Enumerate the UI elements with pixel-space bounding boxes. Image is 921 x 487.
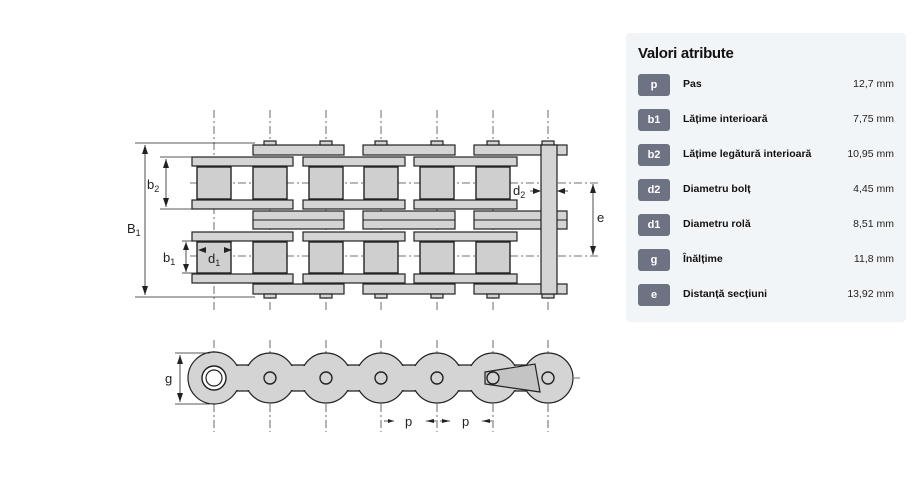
- inner-plate: [191, 231, 294, 242]
- pin-end: [263, 371, 277, 385]
- inner-plate: [413, 273, 518, 284]
- outer-plate: [473, 283, 568, 295]
- attribute-value: 4,45 mm: [853, 183, 894, 195]
- pin-head: [486, 293, 500, 299]
- roller: [252, 166, 288, 200]
- pin-head: [541, 293, 555, 299]
- inner-plate: [302, 156, 406, 167]
- attribute-code-badge: g: [638, 249, 670, 271]
- pin-head: [263, 293, 277, 299]
- attribute-row-b2: b2 Lățime legătură interioară 10,95 mm: [638, 144, 894, 166]
- inner-plate: [413, 231, 518, 242]
- roller: [363, 166, 399, 200]
- label-d2: d2: [513, 183, 525, 200]
- inner-plate: [191, 156, 294, 167]
- roller: [475, 241, 511, 274]
- attribute-code-badge: d2: [638, 179, 670, 201]
- inner-plate: [302, 273, 406, 284]
- pin-end: [374, 371, 388, 385]
- attribute-value: 8,51 mm: [853, 218, 894, 230]
- pin-end: [541, 371, 555, 385]
- inner-plate: [302, 199, 406, 210]
- attribute-code-badge: d1: [638, 214, 670, 236]
- label-e: e: [597, 210, 604, 225]
- attribute-label: Înălțime: [683, 253, 723, 265]
- attribute-label: Diametru rolă: [683, 218, 751, 230]
- attribute-value: 7,75 mm: [853, 113, 894, 125]
- label-g: g: [165, 371, 172, 386]
- attribute-row-d1: d1 Diametru rolă 8,51 mm: [638, 214, 894, 236]
- outer-plate: [362, 144, 456, 156]
- label-d1: d1: [208, 251, 220, 268]
- pin-end: [430, 371, 444, 385]
- chain-top-view: [191, 140, 568, 299]
- attribute-label: Lățime legătură interioară: [683, 148, 812, 160]
- inner-plate: [191, 199, 294, 210]
- pin-head: [430, 293, 444, 299]
- pin-end: [486, 371, 500, 385]
- attribute-code-badge: p: [638, 74, 670, 96]
- attribute-value: 10,95 mm: [847, 148, 894, 160]
- attribute-row-b1: b1 Lățime interioară 7,75 mm: [638, 109, 894, 131]
- roller: [196, 166, 232, 200]
- pin-head: [374, 140, 388, 146]
- pin-head: [374, 293, 388, 299]
- outer-plate: [362, 283, 456, 295]
- pin-head: [319, 293, 333, 299]
- pin-head: [430, 140, 444, 146]
- label-b1: b1: [163, 250, 175, 267]
- roller: [419, 166, 455, 200]
- inner-plate: [191, 273, 294, 284]
- spring-clip: [484, 363, 541, 393]
- outer-plate: [473, 144, 568, 156]
- inner-plate: [413, 156, 518, 167]
- roller: [419, 241, 455, 274]
- roller: [252, 241, 288, 274]
- attribute-label: Pas: [683, 78, 702, 90]
- roller: [475, 166, 511, 200]
- attribute-row-d2: d2 Diametru bolț 4,45 mm: [638, 179, 894, 201]
- label-p-1: p: [405, 414, 412, 429]
- pin-head: [319, 140, 333, 146]
- chain-side-view: [187, 351, 574, 405]
- chain-diagram: B1 b2 b1 d1 d2 e g p p: [127, 110, 604, 432]
- attribute-label: Diametru bolț: [683, 183, 751, 195]
- label-b2: b2: [147, 177, 159, 194]
- attribute-code-badge: b2: [638, 144, 670, 166]
- roller: [363, 241, 399, 274]
- roller: [308, 166, 344, 200]
- connecting-pin: [540, 144, 558, 295]
- inner-plate: [413, 199, 518, 210]
- attribute-values-panel: Valori atribute p Pas 12,7 mm b1 Lățime i…: [626, 33, 906, 322]
- attribute-label: Lățime interioară: [683, 113, 768, 125]
- roller: [308, 241, 344, 274]
- attribute-value: 12,7 mm: [853, 78, 894, 90]
- attribute-row-g: g Înălțime 11,8 mm: [638, 249, 894, 271]
- pin-head: [541, 140, 555, 146]
- outer-plate: [252, 144, 345, 156]
- pin-head: [263, 140, 277, 146]
- outer-plate: [252, 283, 345, 295]
- inner-plate: [302, 231, 406, 242]
- attribute-code-badge: e: [638, 284, 670, 306]
- attribute-value: 11,8 mm: [853, 253, 894, 265]
- label-B1: B1: [127, 221, 141, 238]
- label-p-2: p: [462, 414, 469, 429]
- roller-bore: [205, 369, 223, 387]
- dimensions: B1 b2 b1 d1 d2 e g p p: [127, 142, 604, 429]
- attribute-label: Distanță secțiuni: [683, 288, 768, 300]
- panel-title: Valori atribute: [638, 45, 734, 62]
- attribute-code-badge: b1: [638, 109, 670, 131]
- attribute-row-e: e Distanță secțiuni 13,92 mm: [638, 284, 894, 306]
- pin-end: [319, 371, 333, 385]
- pin-head: [486, 140, 500, 146]
- roller: [196, 241, 232, 274]
- attribute-value: 13,92 mm: [847, 288, 894, 300]
- attribute-row-p: p Pas 12,7 mm: [638, 74, 894, 96]
